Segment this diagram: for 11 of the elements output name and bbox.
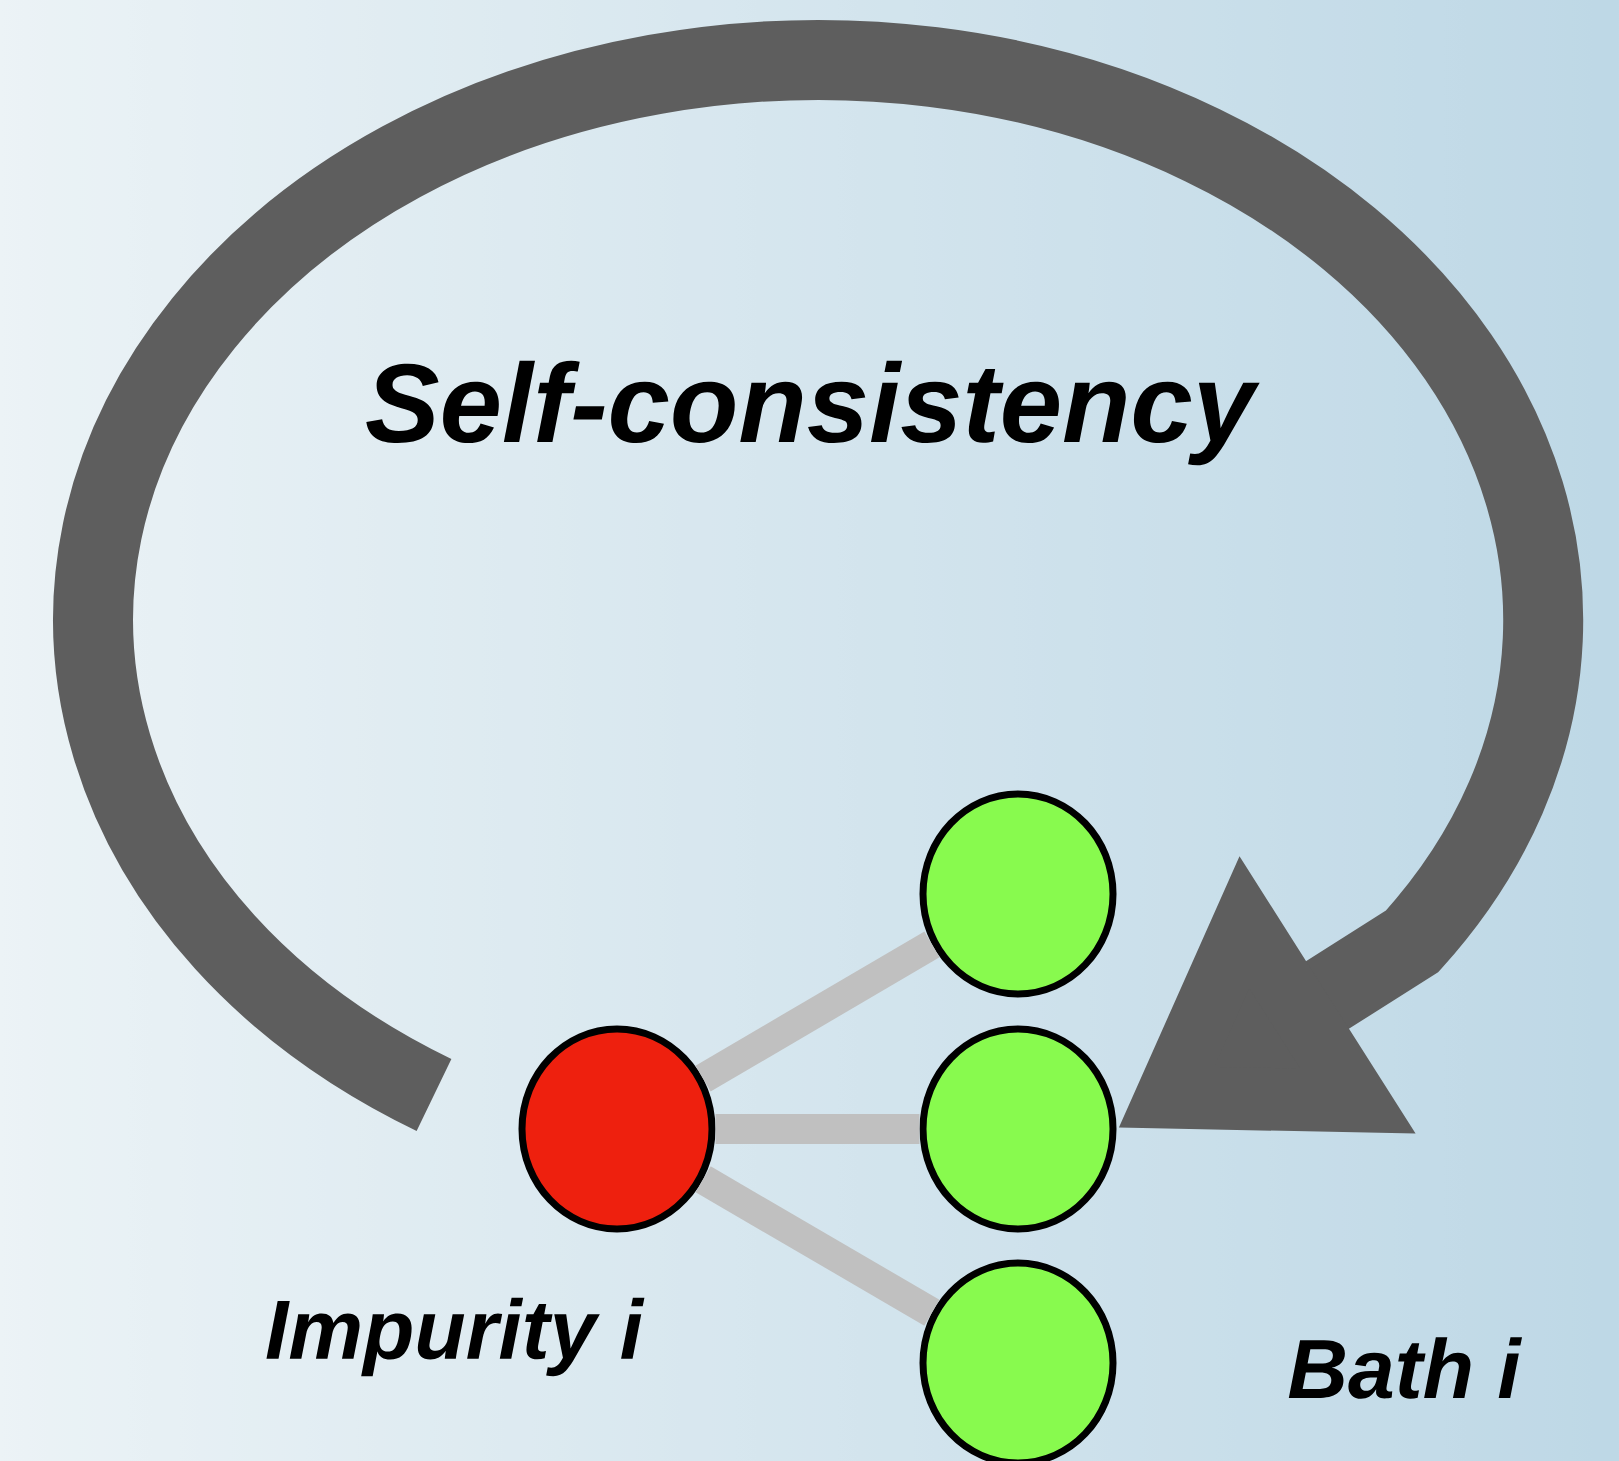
circle-node — [919, 790, 1117, 998]
connector-line — [695, 931, 940, 1092]
connector-line — [715, 1114, 920, 1144]
text-label: Bath i — [1288, 1337, 1523, 1399]
loop-arrow — [53, 20, 1583, 1134]
circle-node — [518, 1025, 716, 1233]
circle-node — [919, 1259, 1117, 1461]
connector-line — [695, 1166, 940, 1326]
circle-node — [919, 1025, 1117, 1233]
text-label: Self-consistency — [366, 360, 1260, 466]
node-caption: Impurity i — [266, 1297, 645, 1377]
